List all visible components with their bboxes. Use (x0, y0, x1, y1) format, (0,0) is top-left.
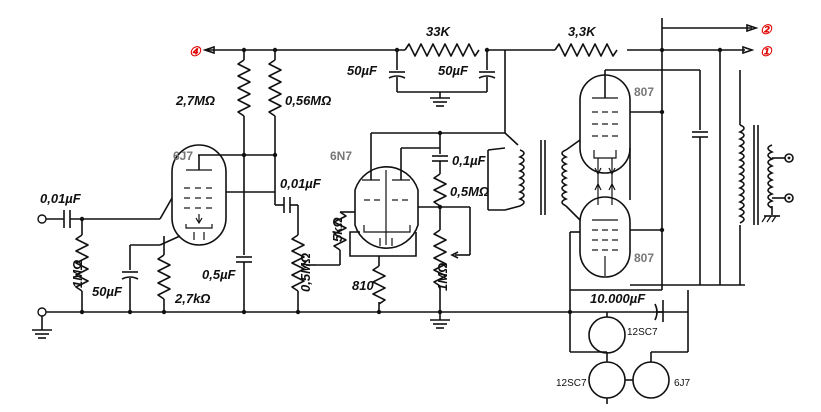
res-3k3-label: 3,3K (568, 24, 597, 39)
filter-cap-a-label: 50µF (347, 63, 378, 78)
grid-res-5k-label: 5kΩ (330, 217, 345, 242)
res-33k-label: 33K (426, 24, 451, 39)
cathode-res-1-label: 2,7kΩ (174, 291, 210, 306)
plate-res-1-label: 2,7MΩ (175, 93, 215, 108)
input-cap-label: 0,01µF (40, 191, 82, 206)
tube-6j7-label: 6J7 (173, 149, 193, 163)
tube-12sc7-a-label: 12SC7 (627, 327, 658, 338)
tube-807-top-label: 807 (634, 85, 654, 99)
output-stage: 807 807 (569, 47, 794, 312)
interstage-transformer (487, 50, 581, 221)
coupling-cap-2-label: 0,1µF (452, 153, 487, 168)
coupling-cap-label: 0,01µF (280, 176, 322, 191)
grid-res-label: 1MΩ (70, 260, 85, 288)
tube-6n7-label: 6N7 (330, 149, 352, 163)
top-rail: ④ 33K 3,3K ① ② 50µF 50µF (189, 18, 773, 107)
tube-12sc7-b-label: 12SC7 (556, 378, 587, 389)
tube-6j7-input (171, 144, 227, 246)
screen-cap-label: 0,5µF (202, 267, 237, 282)
tube-12sc7-b-icon (588, 361, 626, 399)
tube-6j7-heater-icon (632, 361, 670, 399)
tube-6j7-heater-label: 6J7 (674, 378, 691, 389)
pot-1-label: 0,5MΩ (298, 253, 313, 292)
stage-2: 0,01µF 0,5MΩ 5kΩ 6N7 (274, 130, 505, 312)
main-filter-cap-label: 10.000µF (590, 291, 646, 306)
tube-6n7 (354, 166, 419, 249)
tube-807-bottom (579, 196, 631, 278)
pot-2-label: 1MΩ (435, 263, 450, 291)
power-section: 10.000µF 12SC7 12SC7 6J7 (556, 290, 691, 404)
cathode-res-810-label: 810 (352, 278, 374, 293)
node-1-label: ① (760, 44, 773, 59)
node-2-label: ② (760, 22, 773, 37)
cathode-cap-1-label: 50µF (92, 284, 123, 299)
node-4-label: ④ (189, 44, 202, 59)
screen-res-1-label: 0,56MΩ (285, 93, 331, 108)
filter-cap-b-label: 50µF (438, 63, 469, 78)
tube-807-bottom-label: 807 (634, 251, 654, 265)
tube-12sc7-a-icon (588, 316, 626, 354)
stage-1: 2,7MΩ 0,56MΩ 0,5µF 6J7 (37, 47, 331, 312)
ground-rail (32, 307, 663, 339)
res-05-label: 0,5MΩ (450, 184, 489, 199)
